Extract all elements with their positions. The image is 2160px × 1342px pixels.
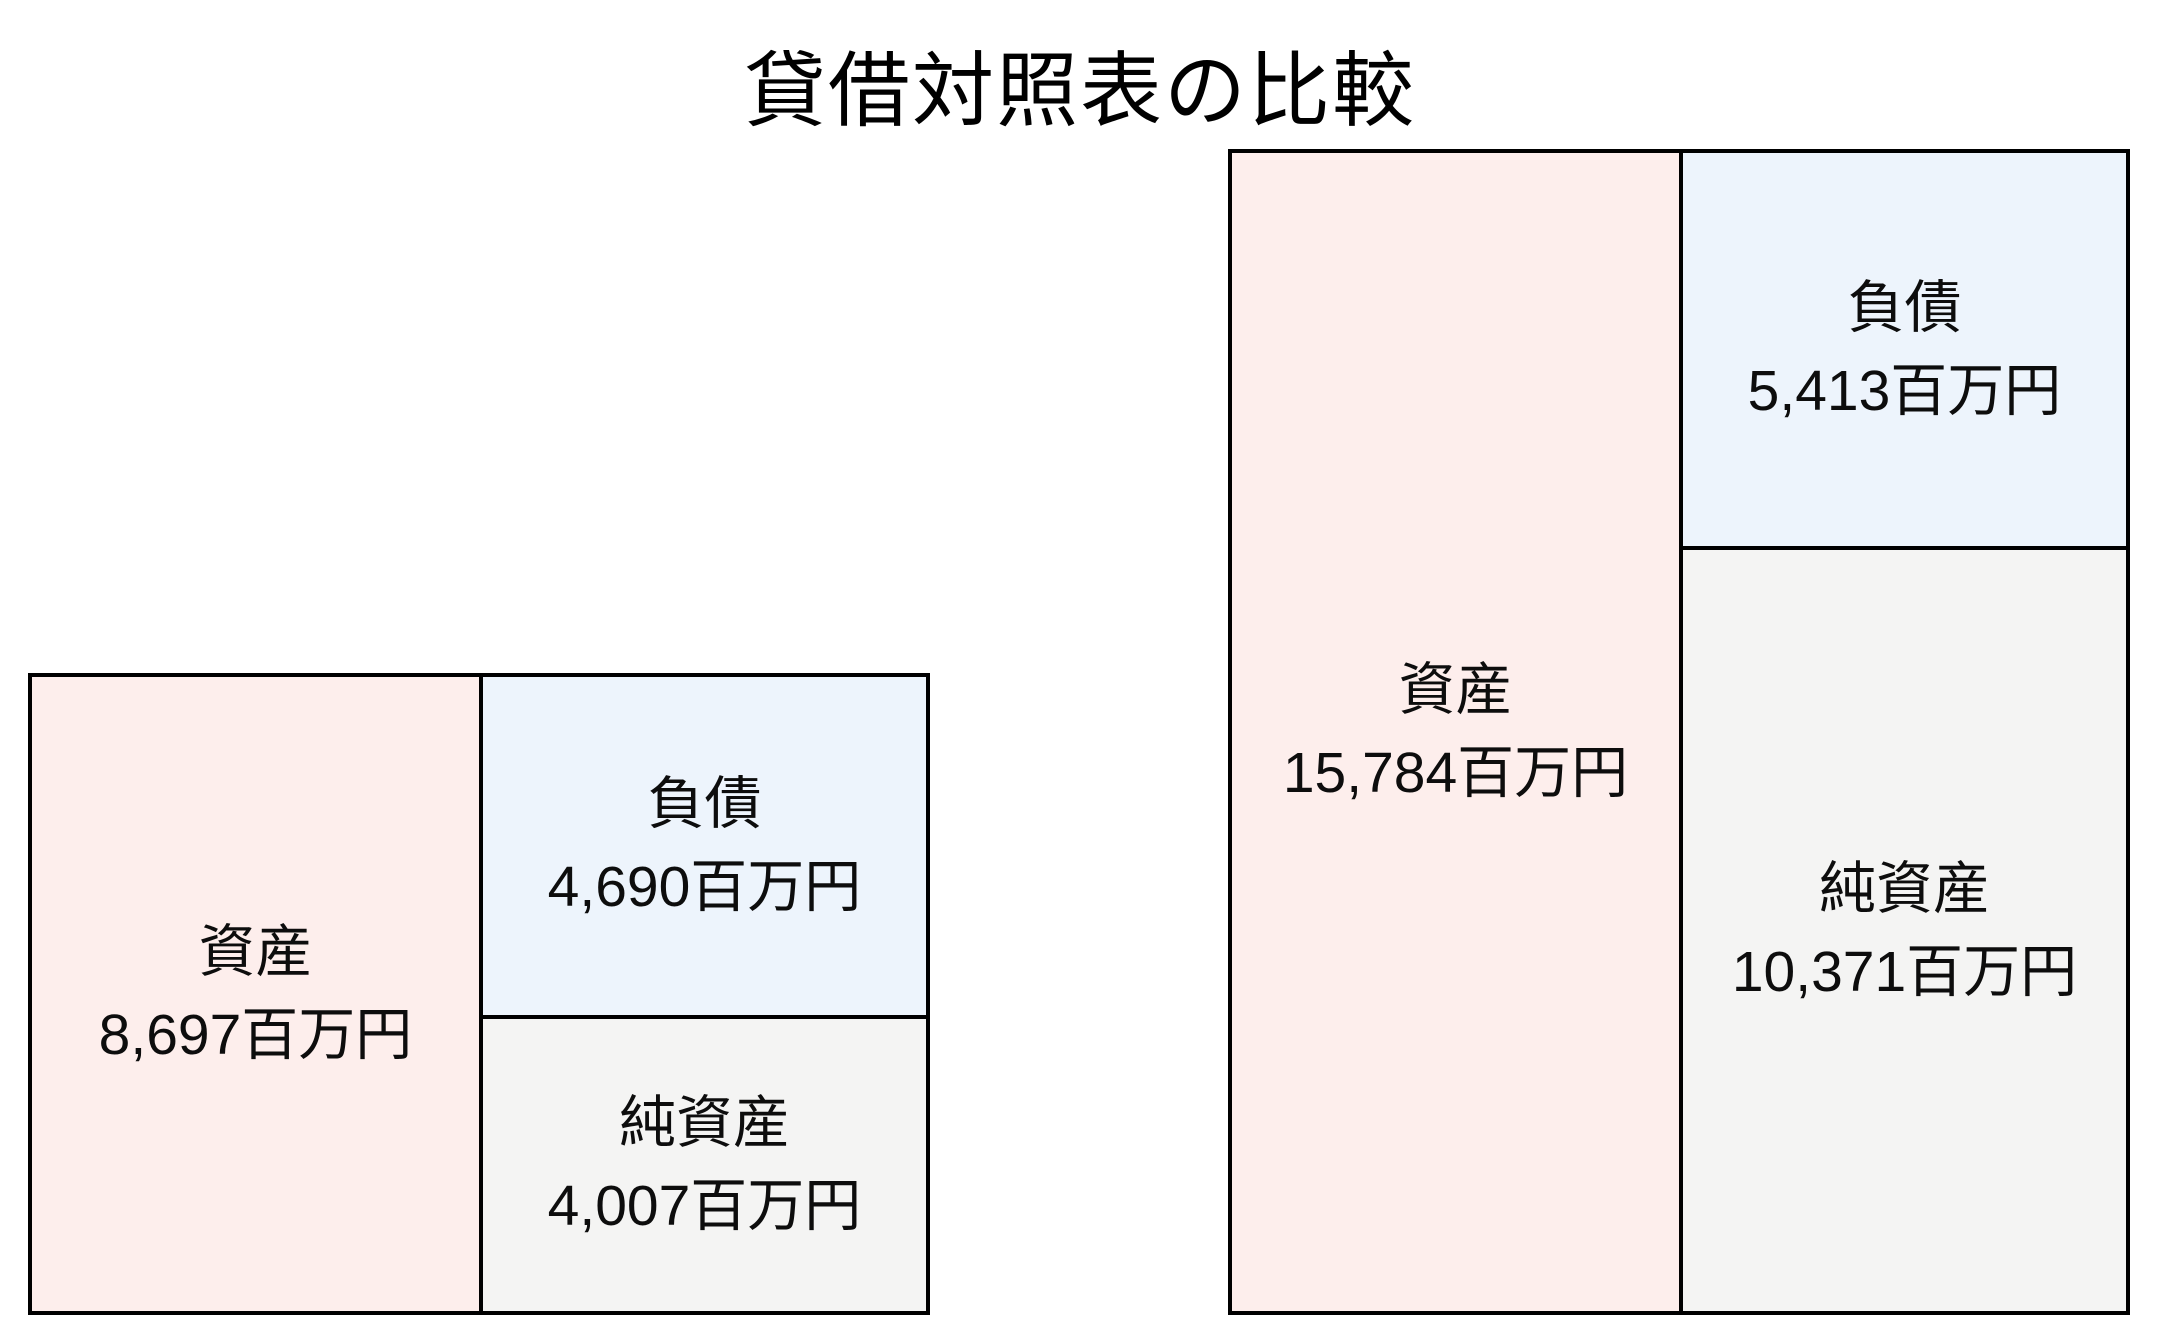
net-assets-label: 純資産 4,007百万円 xyxy=(548,1082,862,1247)
assets-name: 資産 xyxy=(198,920,313,985)
liabilities-cell: 負債 4,690百万円 xyxy=(483,676,926,1019)
liabilities-equity-column: 負債 4,690百万円 純資産 4,007百万円 xyxy=(479,676,926,1311)
liabilities-label: 負債 4,690百万円 xyxy=(548,763,862,928)
net-assets-name: 純資産 xyxy=(618,1091,790,1156)
liabilities-cell: 負債 5,413百万円 xyxy=(1683,153,2126,551)
assets-label: 資産 8,697百万円 xyxy=(99,911,413,1076)
liabilities-name: 負債 xyxy=(1847,275,1962,340)
liabilities-name: 負債 xyxy=(647,771,762,836)
liabilities-value: 5,413百万円 xyxy=(1747,358,2062,423)
net-assets-name: 純資産 xyxy=(1819,856,1990,921)
net-assets-label: 純資産 10,371百万円 xyxy=(1732,848,2077,1013)
balance-sheet-left: 資産 8,697百万円 負債 4,690百万円 純資産 4,007百万円 xyxy=(28,672,930,1315)
assets-cell: 資産 8,697百万円 xyxy=(32,676,479,1311)
net-assets-value: 4,007百万円 xyxy=(547,1173,862,1238)
net-assets-cell: 純資産 10,371百万円 xyxy=(1683,550,2126,1311)
assets-name: 資産 xyxy=(1398,658,1513,723)
liabilities-value: 4,690百万円 xyxy=(547,854,862,919)
assets-value: 15,784百万円 xyxy=(1282,741,1629,805)
assets-label: 資産 15,784百万円 xyxy=(1283,649,1628,814)
assets-cell: 資産 15,784百万円 xyxy=(1232,153,1679,1311)
liabilities-label: 負債 5,413百万円 xyxy=(1748,267,2062,432)
net-assets-cell: 純資産 4,007百万円 xyxy=(483,1018,926,1311)
assets-value: 8,697百万円 xyxy=(98,1002,413,1067)
liabilities-equity-column: 負債 5,413百万円 純資産 10,371百万円 xyxy=(1679,153,2126,1311)
balance-sheets-area: 資産 8,697百万円 負債 4,690百万円 純資産 4,007百万円 xyxy=(28,149,2130,1315)
net-assets-value: 10,371百万円 xyxy=(1731,939,2078,1004)
balance-sheet-right: 資産 15,784百万円 負債 5,413百万円 純資産 10,371百万円 xyxy=(1228,149,2130,1315)
chart-title: 貸借対照表の比較 xyxy=(743,46,1416,137)
